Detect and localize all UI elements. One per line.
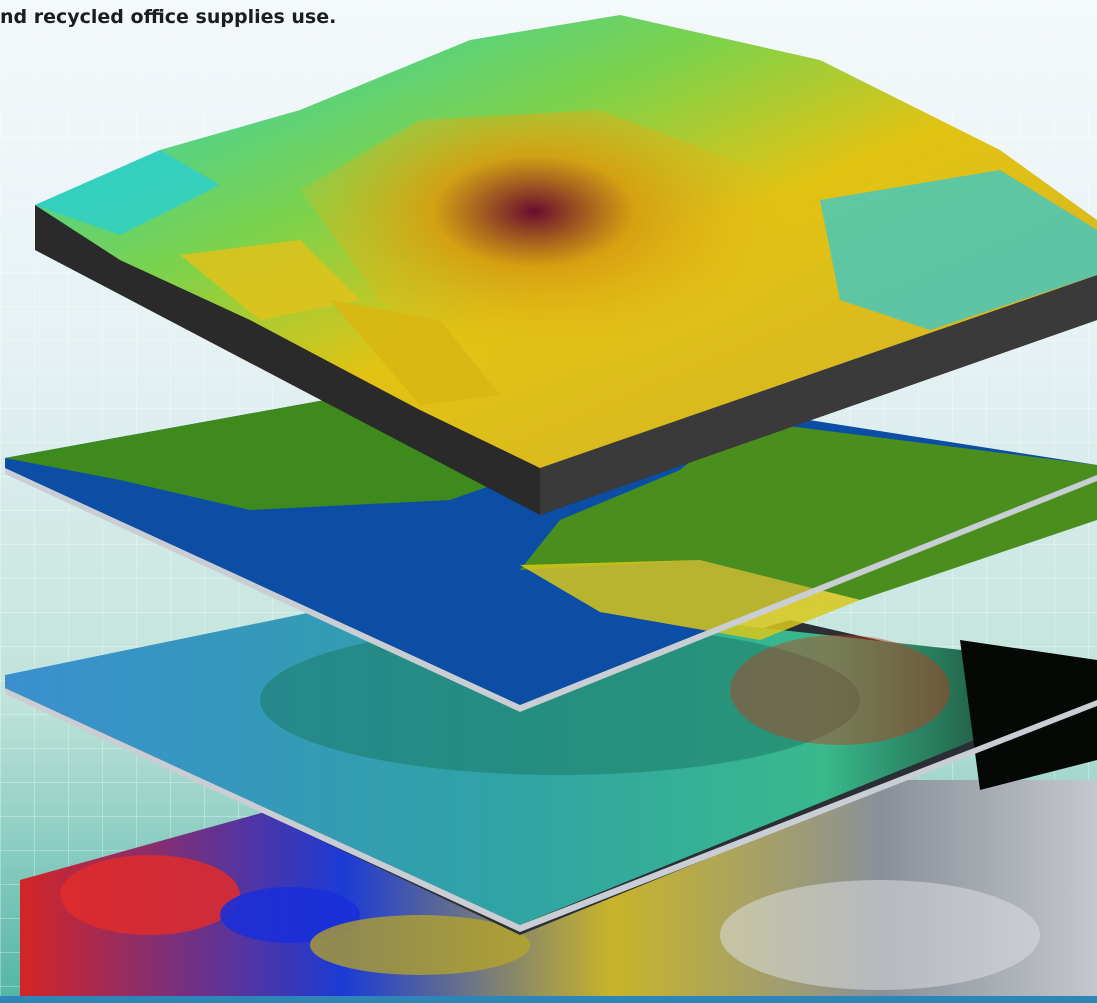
layer-terrain	[35, 15, 1097, 515]
layer-land-cover	[5, 370, 1097, 712]
bottom-accent-bar	[0, 996, 1097, 1003]
layer-bathymetry	[5, 590, 1097, 935]
caption-text: nd recycled office supplies use.	[0, 6, 337, 28]
